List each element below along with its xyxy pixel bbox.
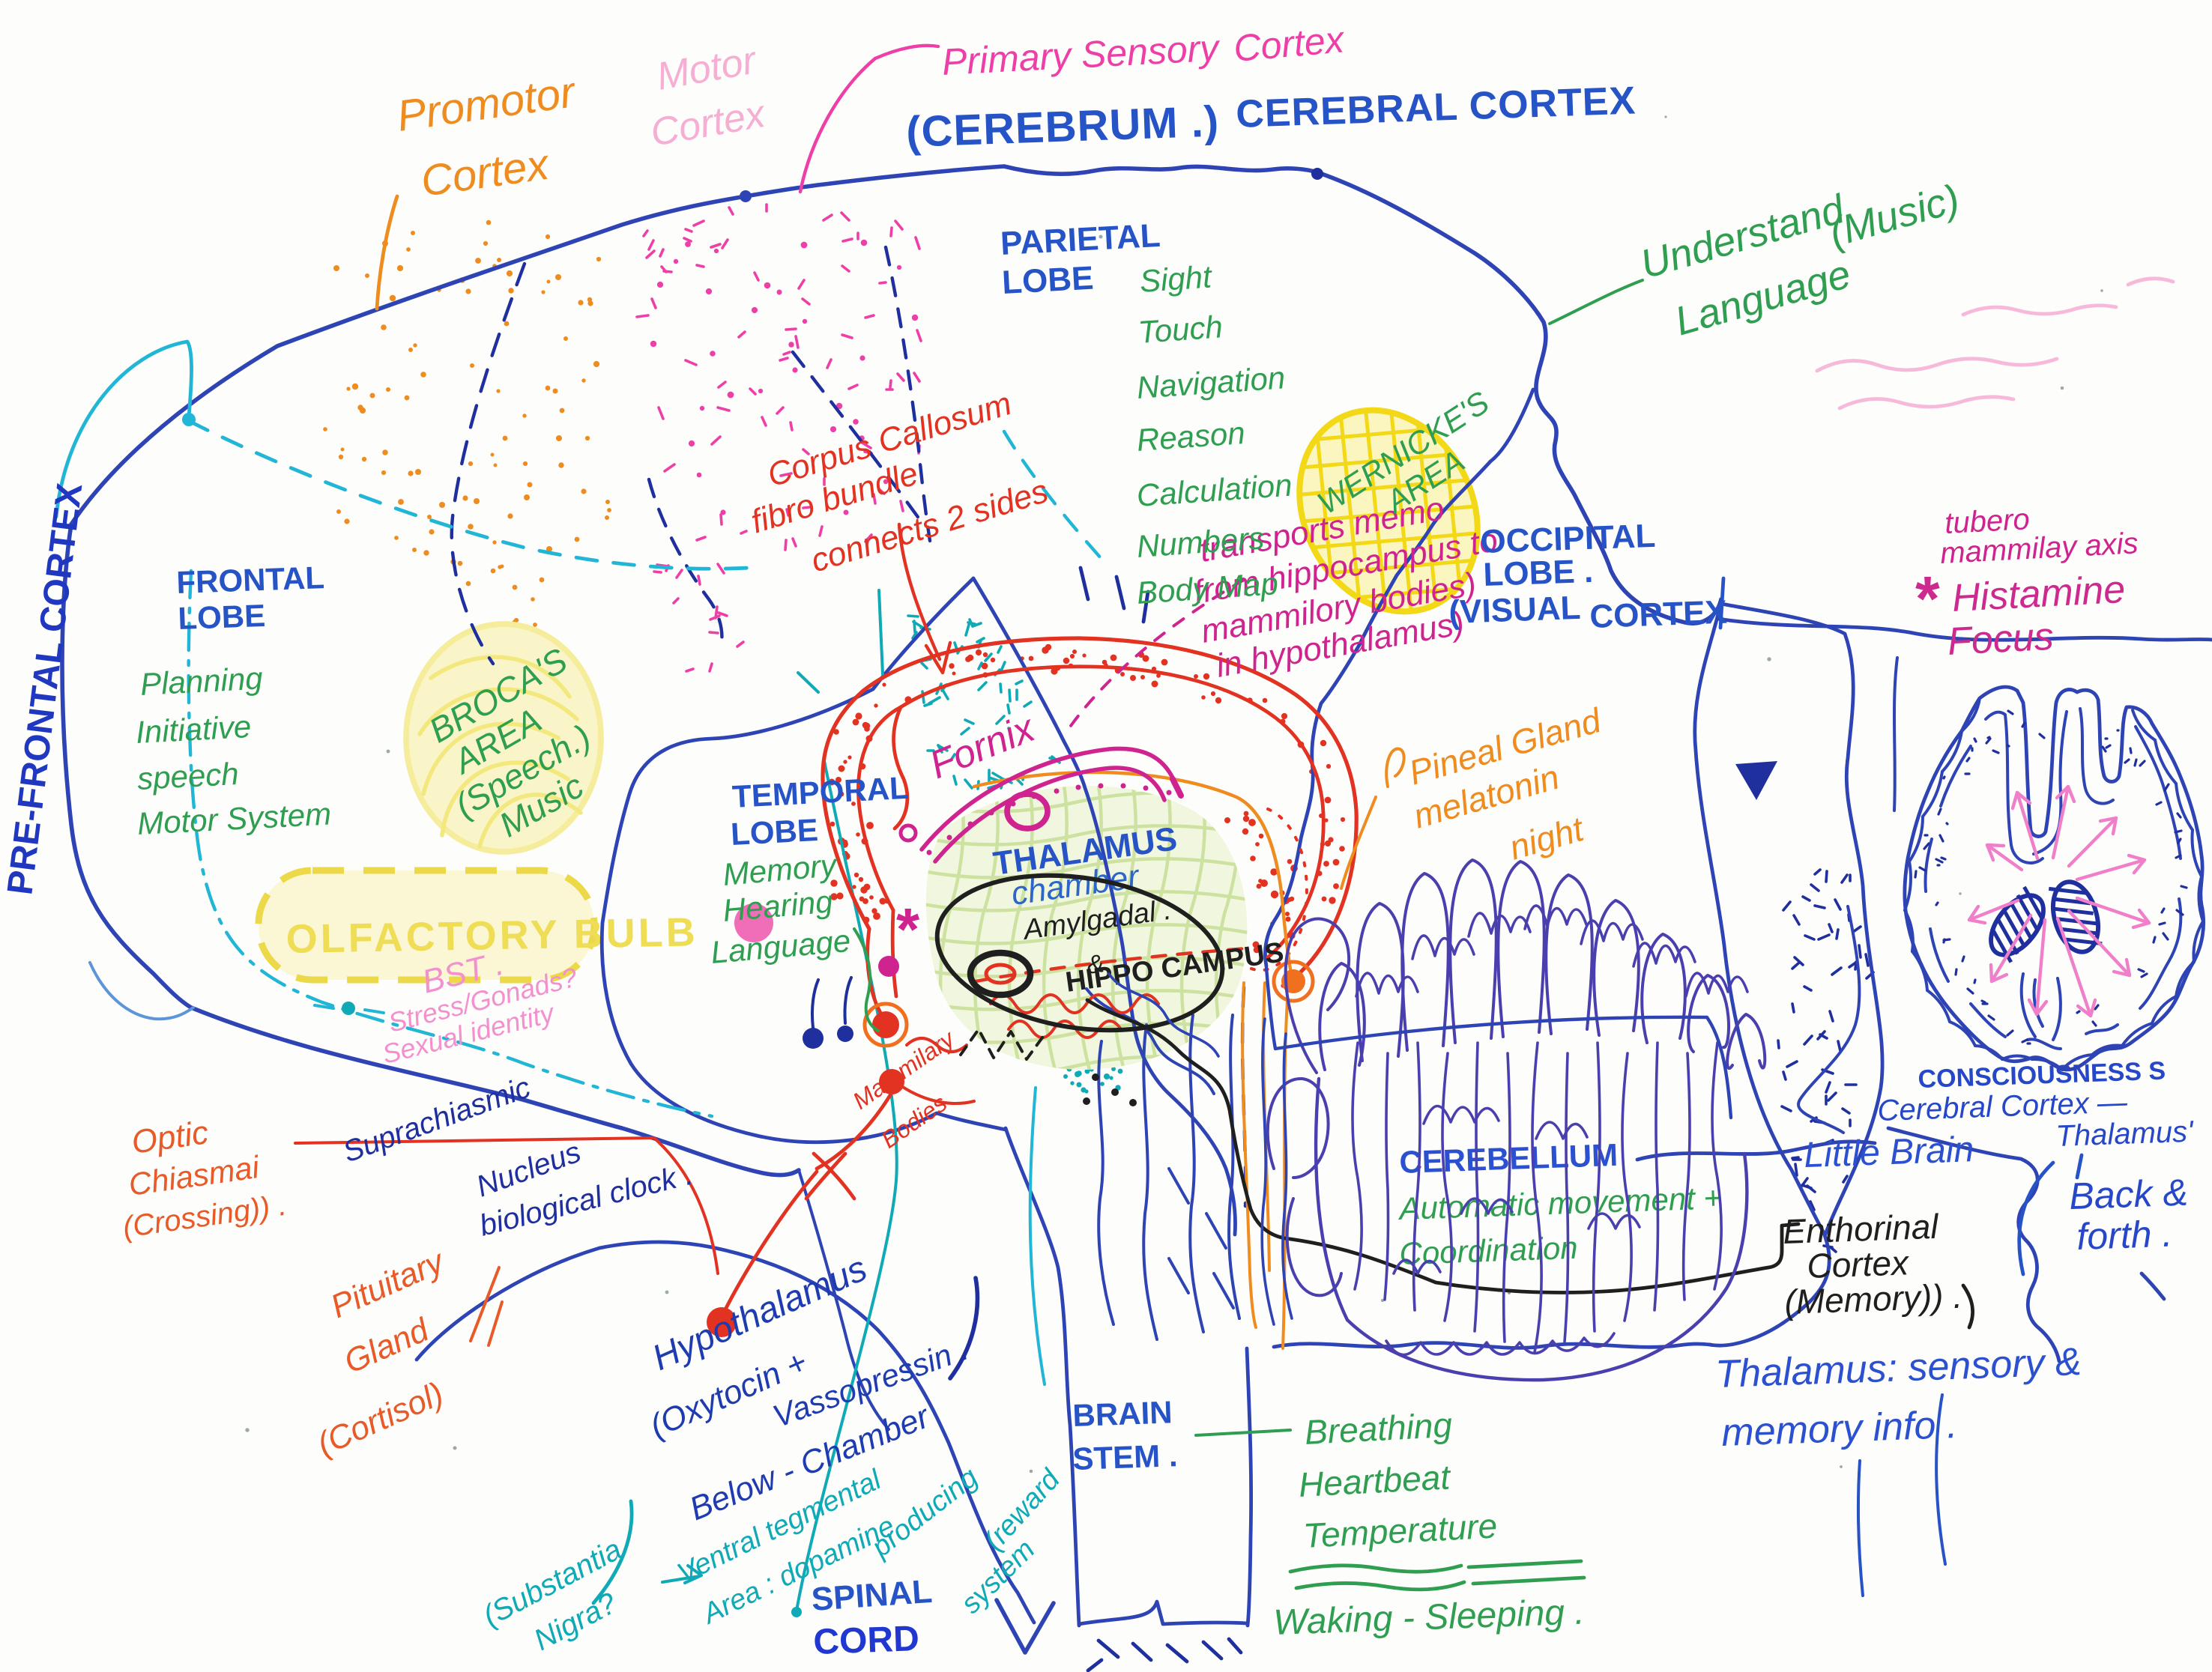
svg-text:Histamine: Histamine xyxy=(1951,568,2127,620)
svg-text:OLFACTORY BULB: OLFACTORY BULB xyxy=(285,909,698,962)
svg-text:BRAIN: BRAIN xyxy=(1072,1394,1173,1433)
svg-text:Touch: Touch xyxy=(1137,309,1224,350)
svg-text:Enthorinal: Enthorinal xyxy=(1783,1207,1941,1251)
svg-text:tubero: tubero xyxy=(1944,503,2031,540)
svg-text:Breathing: Breathing xyxy=(1304,1405,1454,1452)
svg-text:Cortex: Cortex xyxy=(1232,18,1347,70)
svg-text:LOBE: LOBE xyxy=(730,812,819,852)
svg-text:OCCIPITAL: OCCIPITAL xyxy=(1480,518,1656,560)
svg-text:LOBE .: LOBE . xyxy=(1483,553,1594,593)
svg-text:LOBE: LOBE xyxy=(178,598,266,636)
svg-text:(VISUAL: (VISUAL xyxy=(1448,590,1582,631)
svg-text:memory info .: memory info . xyxy=(1720,1403,1958,1455)
svg-text:Little Brain: Little Brain xyxy=(1804,1130,1974,1175)
svg-text:forth .: forth . xyxy=(2076,1213,2173,1258)
svg-text:Back &: Back & xyxy=(2068,1171,2188,1217)
svg-text:STEM .: STEM . xyxy=(1072,1438,1179,1476)
svg-text:(CEREBRUM .): (CEREBRUM .) xyxy=(905,97,1220,157)
svg-text:Sight: Sight xyxy=(1138,258,1214,299)
svg-text:*: * xyxy=(896,896,920,963)
svg-text:PARIETAL: PARIETAL xyxy=(1000,217,1161,262)
svg-text:(Memory)) .: (Memory)) . xyxy=(1784,1276,1963,1321)
svg-text:CORTEX: CORTEX xyxy=(1589,594,1728,635)
svg-text:FRONTAL: FRONTAL xyxy=(176,560,325,600)
svg-text:Focus: Focus xyxy=(1947,615,2055,664)
svg-text:LOBE: LOBE xyxy=(1001,260,1095,301)
svg-text:SPINAL: SPINAL xyxy=(810,1573,933,1618)
svg-text:Reason: Reason xyxy=(1135,415,1246,458)
svg-text:Initiative: Initiative xyxy=(135,709,252,750)
svg-text:CORD: CORD xyxy=(813,1619,920,1662)
svg-text:*: * xyxy=(1915,563,1940,634)
svg-text:Coordination: Coordination xyxy=(1399,1230,1579,1271)
svg-text:Thalamus': Thalamus' xyxy=(2055,1115,2195,1153)
svg-text:Heartbeat: Heartbeat xyxy=(1298,1457,1453,1504)
svg-text:Planning: Planning xyxy=(139,660,264,701)
svg-text:Cortex: Cortex xyxy=(1807,1243,1911,1285)
svg-text:&: & xyxy=(1085,949,1106,980)
svg-text:speech: speech xyxy=(136,756,240,796)
